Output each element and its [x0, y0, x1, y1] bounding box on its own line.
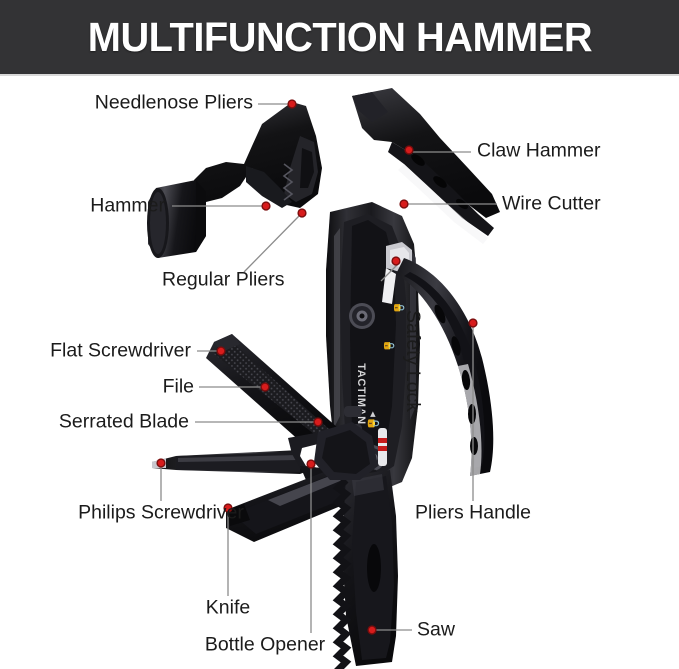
callout-label-flat-screwdriver: Flat Screwdriver — [50, 339, 191, 362]
hammer-head-part — [147, 102, 322, 258]
junction-plate — [314, 422, 378, 480]
page-title: MULTIFUNCTION HAMMER — [87, 13, 592, 60]
philips-screwdriver-part — [152, 450, 316, 474]
callout-label-serrated-blade: Serrated Blade — [58, 410, 189, 433]
callout-label-saw: Saw — [417, 618, 455, 641]
marker-dot-file — [261, 383, 269, 391]
callout-label-regular-pliers: Regular Pliers — [162, 268, 285, 291]
marker-dot-bottle-opener — [307, 460, 315, 468]
callout-label-bottle-opener: Bottle Opener — [204, 633, 326, 656]
callout-label-knife: Knife — [205, 596, 251, 619]
callout-label-safety-lock: Safety Lock — [401, 310, 424, 412]
lock-glyph-lower: 🔒 — [383, 340, 395, 352]
marker-dot-knife — [224, 504, 232, 512]
pliers-handle-part — [396, 258, 494, 476]
lock-indicator — [378, 428, 387, 466]
marker-dot-pliers-handle — [469, 319, 477, 327]
marker-dot-regular-pliers — [298, 209, 306, 217]
callout-label-pliers-handle: Pliers Handle — [415, 501, 531, 524]
callout-label-philips-screwdriver: Philips Screwdriver — [78, 501, 244, 524]
product-diagram: TACTIMAN 🔒 🔒 ◂🔒 — [0, 76, 679, 669]
tool-body: TACTIMAN 🔒 🔒 ◂🔒 — [326, 202, 420, 492]
marker-dot-hammer — [262, 202, 270, 210]
lock-label-glyph: ◂🔒 — [367, 411, 380, 430]
header-divider — [0, 74, 679, 76]
leader-line-safety-lock — [380, 262, 400, 282]
marker-dot-flat-screwdriver — [217, 347, 225, 355]
marker-dot-claw-hammer — [405, 146, 413, 154]
multitool-illustration: TACTIMAN 🔒 🔒 ◂🔒 — [147, 88, 500, 669]
marker-dot-philips-screwdriver — [157, 459, 165, 467]
marker-dot-wire-cutter — [400, 200, 408, 208]
leader-line-regular-pliers — [243, 215, 300, 273]
callout-label-claw-hammer: Claw Hammer — [477, 139, 601, 162]
page-header-bar: MULTIFUNCTION HAMMER — [0, 0, 679, 74]
callout-label-file: File — [162, 375, 194, 398]
marker-dot-serrated-blade — [314, 418, 322, 426]
marker-dot-safety-lock — [392, 257, 400, 265]
hammer-face — [147, 180, 206, 258]
lock-glyph-upper: 🔒 — [393, 302, 405, 314]
marker-dot-saw — [368, 626, 376, 634]
callout-label-needlenose-pliers: Needlenose Pliers — [94, 91, 253, 114]
callout-label-hammer: Hammer — [90, 194, 165, 217]
callout-leader-lines — [156, 99, 497, 635]
saw-blade-part — [332, 470, 398, 669]
callout-label-wire-cutter: Wire Cutter — [502, 192, 601, 215]
marker-dot-needlenose-pliers — [288, 100, 296, 108]
pivot-screw-upper — [349, 303, 375, 329]
